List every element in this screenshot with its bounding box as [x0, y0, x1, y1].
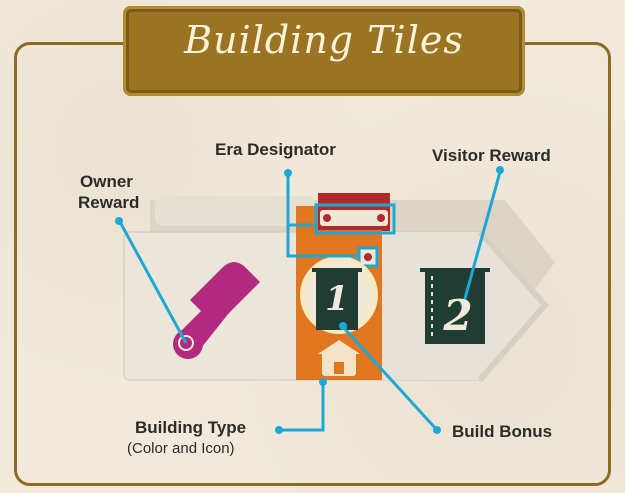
title-banner	[123, 6, 525, 96]
build-bonus-label: Build Bonus	[452, 422, 553, 441]
type-callout-line	[279, 382, 325, 432]
era-dot-right	[377, 214, 385, 222]
tile-edge	[477, 230, 549, 382]
era-plate-inner	[320, 210, 388, 226]
era-designator-label: Era Designator	[215, 140, 336, 159]
building-type-sublabel: (Color and Icon)	[127, 440, 235, 457]
owner-reward-label-1: Owner	[80, 172, 133, 191]
era-highlight	[314, 203, 396, 235]
building-icon-door	[334, 362, 344, 374]
era-callout-line-b	[286, 225, 357, 258]
page-title: Building Tiles	[184, 18, 464, 62]
owner-callout-dot	[115, 217, 123, 225]
build-target-dot	[339, 322, 347, 330]
owner-callout-line	[118, 221, 188, 344]
build-bonus-flag	[316, 270, 358, 330]
visitor-flag	[425, 270, 485, 344]
build-callout-dot	[433, 426, 441, 434]
building-type-label: Building Type	[135, 418, 247, 437]
era-small-dot	[364, 253, 372, 261]
visitor-reward-label: Visitor Reward	[432, 146, 551, 165]
build-callout-line	[341, 325, 439, 432]
era-dot-left	[323, 214, 331, 222]
visitor-target-dot	[460, 299, 468, 307]
era-callout-dot	[284, 169, 292, 177]
build-bonus-number: 1	[325, 279, 349, 319]
owner-reward-body	[178, 290, 236, 352]
visitor-callout-line	[462, 171, 502, 303]
owner-reward-label-2: Reward	[78, 193, 140, 212]
type-callout-dot	[275, 426, 283, 434]
type-target-dot	[319, 378, 327, 386]
owner-reward-marker	[178, 335, 194, 351]
building-icon-roof	[318, 340, 360, 354]
visitor-callout-dot	[496, 166, 504, 174]
visitor-reward-number: 2	[442, 291, 472, 340]
tile-back-top	[155, 196, 315, 226]
